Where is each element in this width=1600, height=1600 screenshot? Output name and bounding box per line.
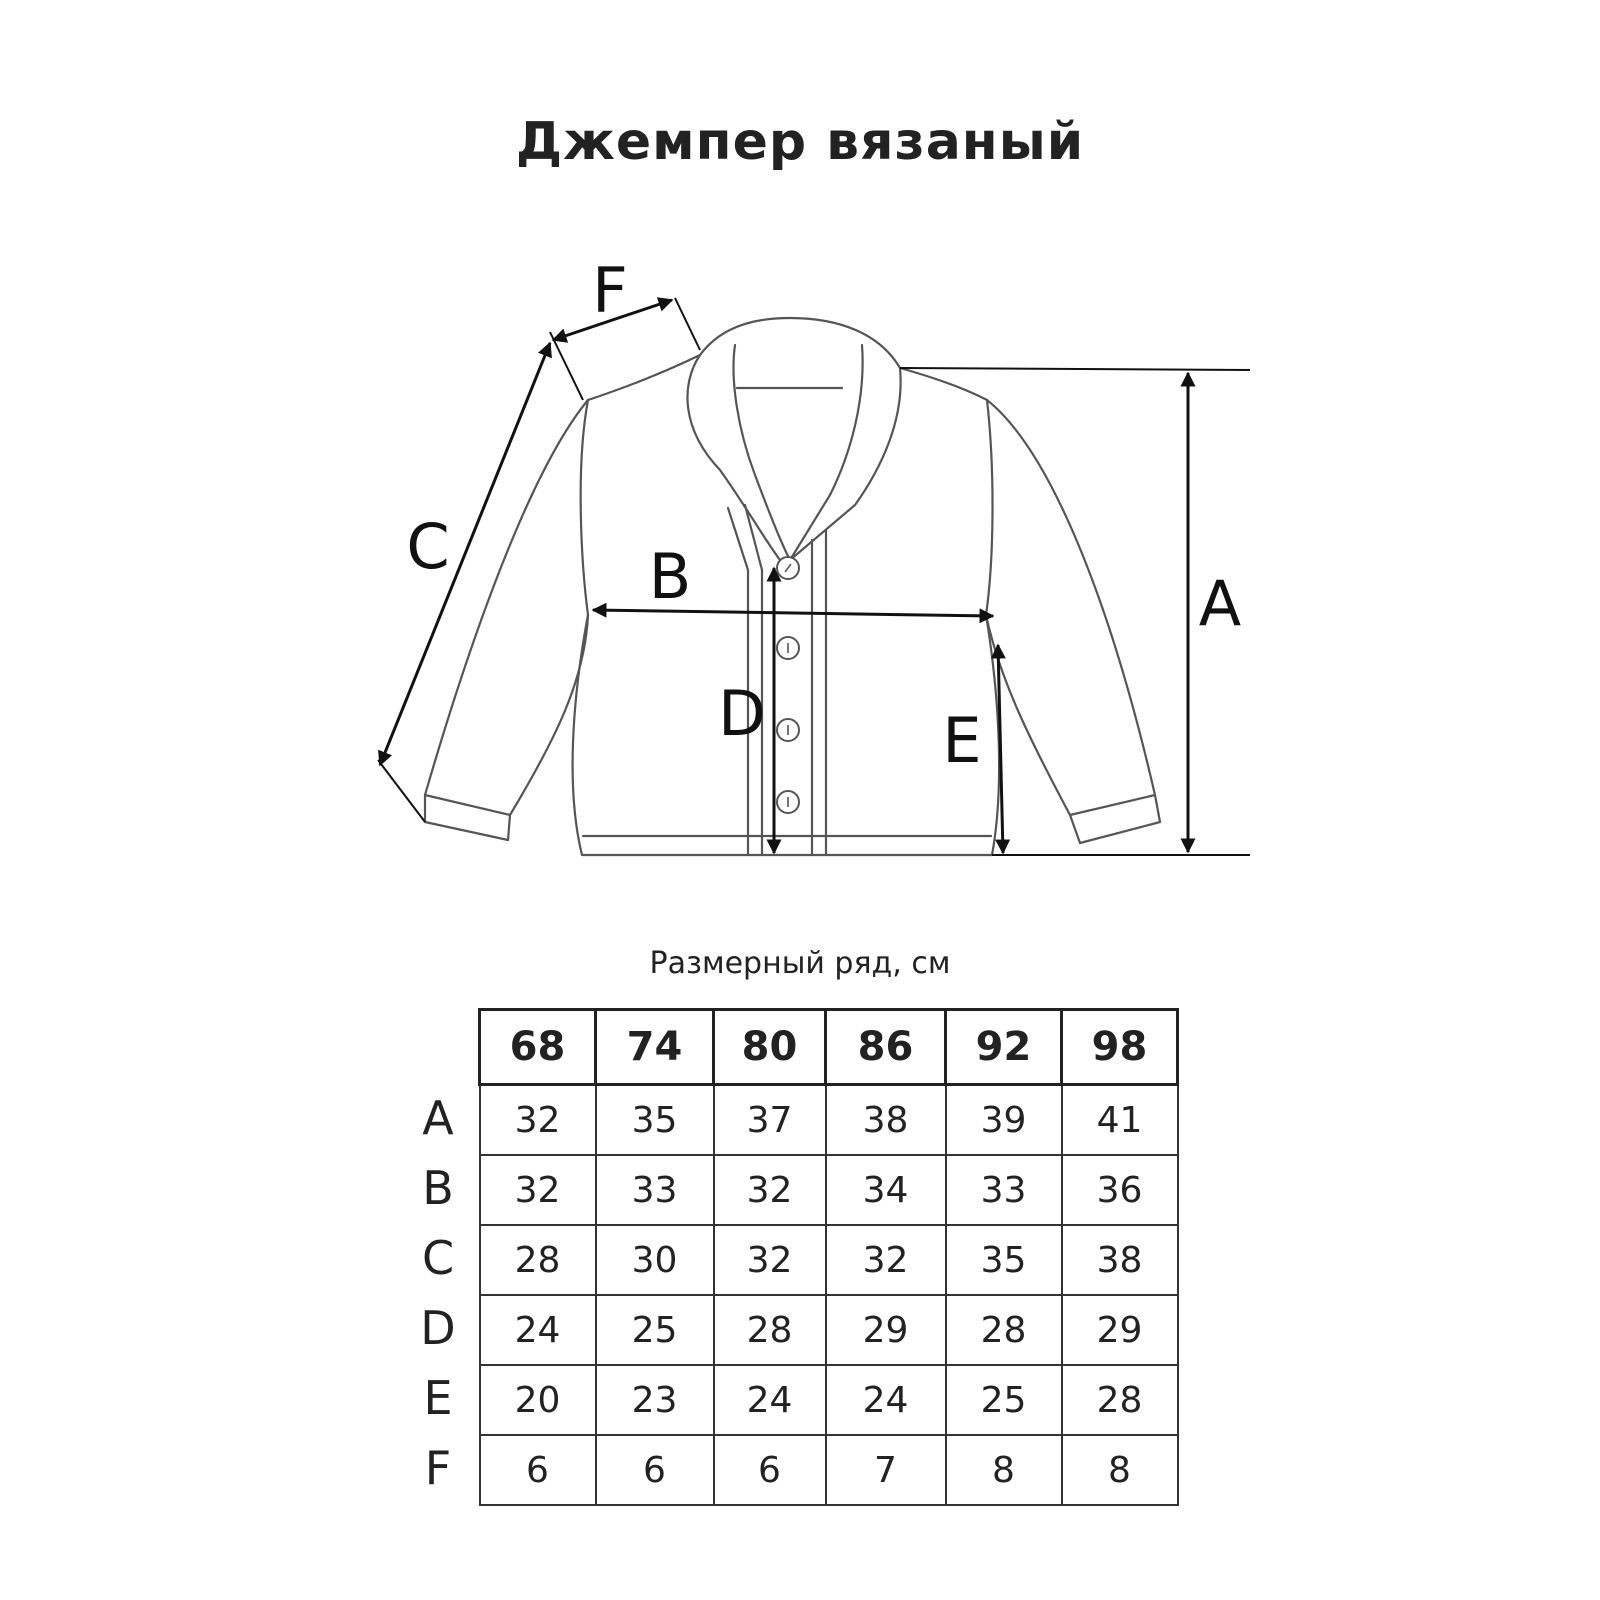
- garment-diagram: F C B D E A: [377, 254, 1251, 857]
- table-cell: 28: [478, 1224, 597, 1296]
- size-header-row: 68 74 80 86 92 98: [478, 1008, 1179, 1086]
- table-cell: 34: [824, 1154, 947, 1226]
- table-cell: 25: [594, 1294, 715, 1366]
- table-cell: 32: [712, 1154, 827, 1226]
- table-cell: 32: [478, 1154, 597, 1226]
- size-chart-caption: Размерный ряд, см: [649, 946, 951, 981]
- jumper-outline: [423, 316, 1162, 857]
- dimension-b-line: [591, 602, 995, 624]
- size-table: 68 74 80 86 92 98 32 35 37 38 39 41 32 3…: [478, 1008, 1179, 1506]
- size-header-cell: 80: [712, 1008, 827, 1086]
- table-cell: 32: [824, 1224, 947, 1296]
- button-4: [776, 790, 800, 814]
- table-cell: 20: [478, 1364, 597, 1436]
- row-label-d: D: [420, 1301, 456, 1355]
- size-header-cell: 92: [944, 1008, 1063, 1086]
- table-cell: 8: [944, 1434, 1063, 1506]
- label-b: B: [649, 540, 692, 613]
- table-cell: 32: [478, 1083, 597, 1156]
- dimension-labels: F C B D E A: [406, 254, 1241, 777]
- table-row-e: 20 23 24 24 25 28: [478, 1364, 1179, 1436]
- row-label-e: E: [423, 1371, 453, 1425]
- size-header-cell: 74: [594, 1008, 715, 1086]
- button-2: [776, 636, 800, 660]
- table-cell: 35: [944, 1224, 1063, 1296]
- table-cell: 29: [1060, 1294, 1179, 1366]
- table-cell: 25: [944, 1364, 1063, 1436]
- table-cell: 8: [1060, 1434, 1179, 1506]
- button-3: [776, 718, 800, 742]
- dimension-e-line: [990, 643, 1011, 855]
- dimension-lines: [377, 297, 1251, 856]
- table-row-d: 24 25 28 29 28 29: [478, 1294, 1179, 1366]
- size-header-cell: 86: [824, 1008, 947, 1086]
- table-row-b: 32 33 32 34 33 36: [478, 1154, 1179, 1226]
- table-cell: 7: [824, 1434, 947, 1506]
- table-cell: 24: [478, 1294, 597, 1366]
- row-label-f: F: [424, 1441, 452, 1495]
- table-cell: 38: [1060, 1224, 1179, 1296]
- table-cell: 6: [478, 1434, 597, 1506]
- table-cell: 24: [712, 1364, 827, 1436]
- size-header-cell: 68: [478, 1008, 597, 1086]
- size-header-cell: 98: [1060, 1008, 1179, 1086]
- table-cell: 28: [712, 1294, 827, 1366]
- row-labels: A B C D E F: [408, 1083, 468, 1503]
- label-d: D: [718, 677, 766, 750]
- table-cell: 33: [944, 1154, 1063, 1226]
- table-cell: 33: [594, 1154, 715, 1226]
- table-cell: 6: [712, 1434, 827, 1506]
- row-label-a: A: [422, 1091, 454, 1145]
- table-cell: 32: [712, 1224, 827, 1296]
- table-cell: 6: [594, 1434, 715, 1506]
- page-title: Джемпер вязаный: [515, 112, 1085, 172]
- label-a: A: [1199, 567, 1241, 640]
- dimension-c-line: [378, 341, 552, 767]
- table-cell: 36: [1060, 1154, 1179, 1226]
- table-cell: 37: [712, 1083, 827, 1156]
- table-cell: 23: [594, 1364, 715, 1436]
- table-cell: 24: [824, 1364, 947, 1436]
- row-label-b: B: [422, 1161, 454, 1215]
- table-cell: 38: [824, 1083, 947, 1156]
- table-cell: 30: [594, 1224, 715, 1296]
- label-c: C: [406, 510, 449, 583]
- table-cell: 28: [944, 1294, 1063, 1366]
- button-1: [776, 556, 800, 580]
- table-cell: 41: [1060, 1083, 1179, 1156]
- table-cell: 29: [824, 1294, 947, 1366]
- table-cell: 39: [944, 1083, 1063, 1156]
- dimension-f-line: [551, 297, 674, 343]
- label-e: E: [942, 704, 981, 777]
- table-cell: 35: [594, 1083, 715, 1156]
- buttons: [776, 556, 800, 814]
- table-row-f: 6 6 6 7 8 8: [478, 1434, 1179, 1506]
- label-f: F: [592, 254, 628, 327]
- table-row-a: 32 35 37 38 39 41: [478, 1083, 1179, 1156]
- table-row-c: 28 30 32 32 35 38: [478, 1224, 1179, 1296]
- table-cell: 28: [1060, 1364, 1179, 1436]
- row-label-c: C: [421, 1231, 455, 1285]
